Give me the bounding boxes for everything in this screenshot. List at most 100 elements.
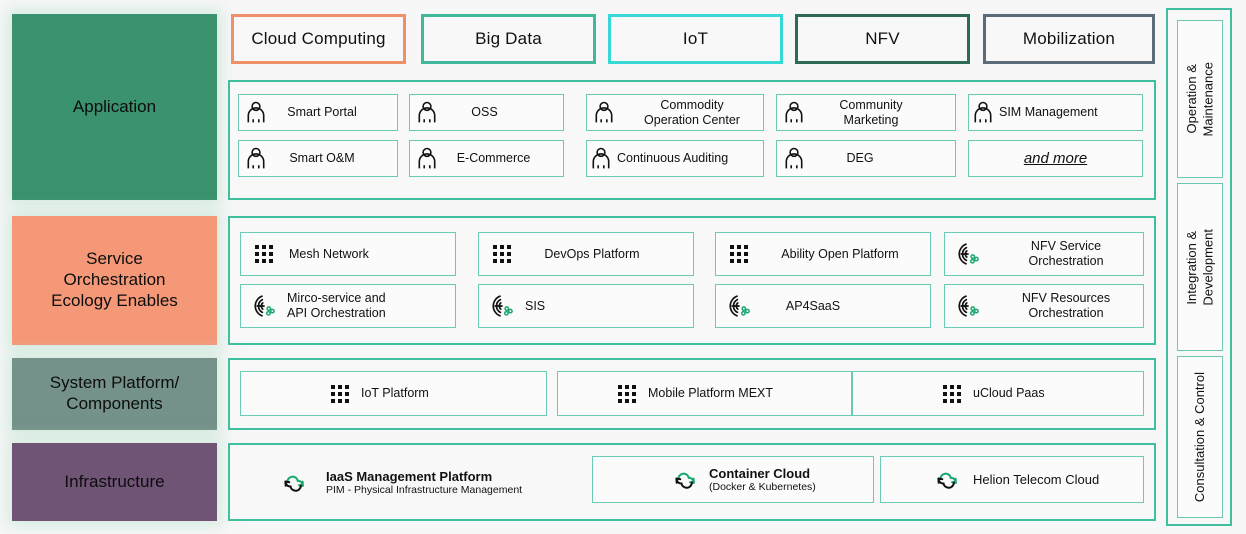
grid-dots-icon bbox=[716, 243, 762, 265]
infra-card-text: Container Cloud (Docker & Kubernetes) bbox=[701, 466, 873, 494]
orchestration-icon bbox=[945, 293, 989, 319]
infra-card-helion-telecom-cloud[interactable]: Helion Telecom Cloud bbox=[880, 456, 1144, 503]
cloud-refresh-icon bbox=[270, 470, 318, 496]
person-icon bbox=[410, 101, 444, 125]
app-card-e-commerce[interactable]: E-Commerce bbox=[409, 140, 564, 177]
svc-card-nfv-service-orchestration[interactable]: NFV Service Orchestration bbox=[944, 232, 1144, 276]
infrastructure-panel: IaaS Management Platform PIM - Physical … bbox=[228, 443, 1156, 521]
rail-cell-label: Operation & Maintenance bbox=[1183, 61, 1215, 137]
svc-card-mesh-network[interactable]: Mesh Network bbox=[240, 232, 456, 276]
svc-card-devops-platform[interactable]: DevOps Platform bbox=[478, 232, 694, 276]
category-chip-iot[interactable]: IoT bbox=[608, 14, 783, 64]
person-icon bbox=[239, 147, 273, 171]
sys-card-label: uCloud Paas bbox=[973, 386, 1045, 401]
sys-card-label: Mobile Platform MEXT bbox=[648, 386, 774, 401]
infra-card-container-cloud[interactable]: Container Cloud (Docker & Kubernetes) bbox=[592, 456, 874, 503]
app-card-deg[interactable]: DEG bbox=[776, 140, 956, 177]
orchestration-icon bbox=[716, 293, 760, 319]
sys-card-label: IoT Platform bbox=[361, 386, 429, 401]
person-icon bbox=[239, 101, 273, 125]
category-chip-label: Big Data bbox=[475, 29, 542, 48]
svc-card-label: NFV Resources Orchestration bbox=[1021, 291, 1111, 320]
infra-card-title: Container Cloud bbox=[709, 465, 811, 481]
layer-label-infrastructure: Infrastructure bbox=[12, 443, 217, 521]
app-card-label: Continuous Auditing bbox=[617, 151, 729, 166]
svc-card-label: Mirco-service and API Orchestration bbox=[287, 291, 386, 320]
app-card-oss[interactable]: OSS bbox=[409, 94, 564, 131]
layer-label-system-platform-text: System Platform/ Components bbox=[49, 373, 180, 413]
app-card-label: and more bbox=[1023, 149, 1088, 167]
application-panel: Smart Portal OSS Commodity Operation Cen… bbox=[228, 80, 1156, 200]
infra-item-subtitle: PIM - Physical Infrastructure Management bbox=[326, 484, 523, 496]
app-card-commodity-operation-center[interactable]: Commodity Operation Center bbox=[586, 94, 764, 131]
layer-label-service-orchestration: Service Orchestration Ecology Enables bbox=[12, 216, 217, 345]
svc-card-microservice-api-orchestration[interactable]: Mirco-service and API Orchestration bbox=[240, 284, 456, 328]
rail-cell-integration-development[interactable]: Integration & Development bbox=[1177, 183, 1223, 351]
system-platform-panel: IoT Platform Mobile Platform MEXT bbox=[228, 358, 1156, 430]
orchestration-icon bbox=[945, 241, 989, 267]
svc-card-label: Ability Open Platform bbox=[781, 246, 899, 261]
sys-card-mobile-platform-mext[interactable]: Mobile Platform MEXT bbox=[557, 371, 852, 416]
app-card-label: Smart O&M bbox=[289, 151, 355, 166]
category-chip-label: IoT bbox=[682, 29, 709, 48]
app-card-sim-management[interactable]: SIM Management bbox=[968, 94, 1143, 131]
app-card-label: Smart Portal bbox=[287, 105, 357, 120]
rail-cell-label: Consultation & Control bbox=[1191, 371, 1207, 503]
person-icon bbox=[410, 147, 444, 171]
app-card-and-more[interactable]: and more bbox=[968, 140, 1143, 177]
app-card-label: E-Commerce bbox=[456, 151, 531, 166]
grid-dots-icon bbox=[558, 383, 638, 405]
orchestration-icon bbox=[479, 293, 523, 319]
category-chip-nfv[interactable]: NFV bbox=[795, 14, 970, 64]
infra-card-title: Helion Telecom Cloud bbox=[973, 471, 1100, 487]
category-chip-label: NFV bbox=[865, 29, 900, 48]
svc-card-label: SIS bbox=[525, 298, 546, 313]
infra-card-subtitle: (Docker & Kubernetes) bbox=[709, 480, 816, 493]
layer-label-application: Application bbox=[12, 14, 217, 200]
person-icon bbox=[969, 101, 997, 125]
category-chip-mobilization[interactable]: Mobilization bbox=[983, 14, 1155, 64]
layer-label-system-platform: System Platform/ Components bbox=[12, 358, 217, 430]
svc-card-label: DevOps Platform bbox=[544, 246, 640, 261]
grid-dots-icon bbox=[241, 243, 287, 265]
layer-label-application-text: Application bbox=[72, 96, 157, 116]
svc-card-nfv-resources-orchestration[interactable]: NFV Resources Orchestration bbox=[944, 284, 1144, 328]
category-chip-big-data[interactable]: Big Data bbox=[421, 14, 596, 64]
grid-dots-icon bbox=[853, 383, 963, 405]
sys-card-ucloud-paas[interactable]: uCloud Paas bbox=[852, 371, 1144, 416]
person-icon bbox=[587, 147, 615, 171]
infra-item-title: IaaS Management Platform bbox=[326, 469, 493, 484]
sys-card-iot-platform[interactable]: IoT Platform bbox=[240, 371, 547, 416]
svc-card-label: Mesh Network bbox=[289, 246, 369, 261]
app-card-label: Commodity Operation Center bbox=[644, 97, 740, 127]
rail-cell-operation-maintenance[interactable]: Operation & Maintenance bbox=[1177, 20, 1223, 178]
grid-dots-icon bbox=[479, 243, 525, 265]
app-card-label: DEG bbox=[846, 151, 874, 166]
svc-card-ability-open-platform[interactable]: Ability Open Platform bbox=[715, 232, 931, 276]
app-card-label: SIM Management bbox=[999, 105, 1098, 120]
svc-card-sis[interactable]: SIS bbox=[478, 284, 694, 328]
rail-cell-consultation-control[interactable]: Consultation & Control bbox=[1177, 356, 1223, 518]
side-rail: Operation & Maintenance Integration & De… bbox=[1166, 8, 1232, 526]
layer-label-infrastructure-text: Infrastructure bbox=[64, 471, 165, 491]
app-card-community-marketing[interactable]: Community Marketing bbox=[776, 94, 956, 131]
person-icon bbox=[777, 101, 811, 125]
app-card-continuous-auditing[interactable]: Continuous Auditing bbox=[586, 140, 764, 177]
svc-card-ap4saas[interactable]: AP4SaaS bbox=[715, 284, 931, 328]
svc-card-label: NFV Service Orchestration bbox=[1028, 239, 1104, 268]
svc-card-label: AP4SaaS bbox=[785, 298, 841, 313]
rail-cell-label: Integration & Development bbox=[1183, 228, 1215, 306]
app-card-smart-om[interactable]: Smart O&M bbox=[238, 140, 398, 177]
cloud-refresh-icon bbox=[881, 467, 963, 493]
app-card-label: OSS bbox=[471, 105, 498, 120]
layer-label-service-orchestration-text: Service Orchestration Ecology Enables bbox=[51, 249, 178, 310]
person-icon bbox=[587, 101, 621, 125]
category-chip-cloud-computing[interactable]: Cloud Computing bbox=[231, 14, 406, 64]
infra-item-text: IaaS Management Platform PIM - Physical … bbox=[318, 469, 522, 496]
category-chip-label: Cloud Computing bbox=[251, 29, 386, 48]
person-icon bbox=[777, 147, 811, 171]
infra-item-iaas-management-platform[interactable]: IaaS Management Platform PIM - Physical … bbox=[270, 460, 600, 505]
app-card-smart-portal[interactable]: Smart Portal bbox=[238, 94, 398, 131]
orchestration-icon bbox=[241, 293, 285, 319]
